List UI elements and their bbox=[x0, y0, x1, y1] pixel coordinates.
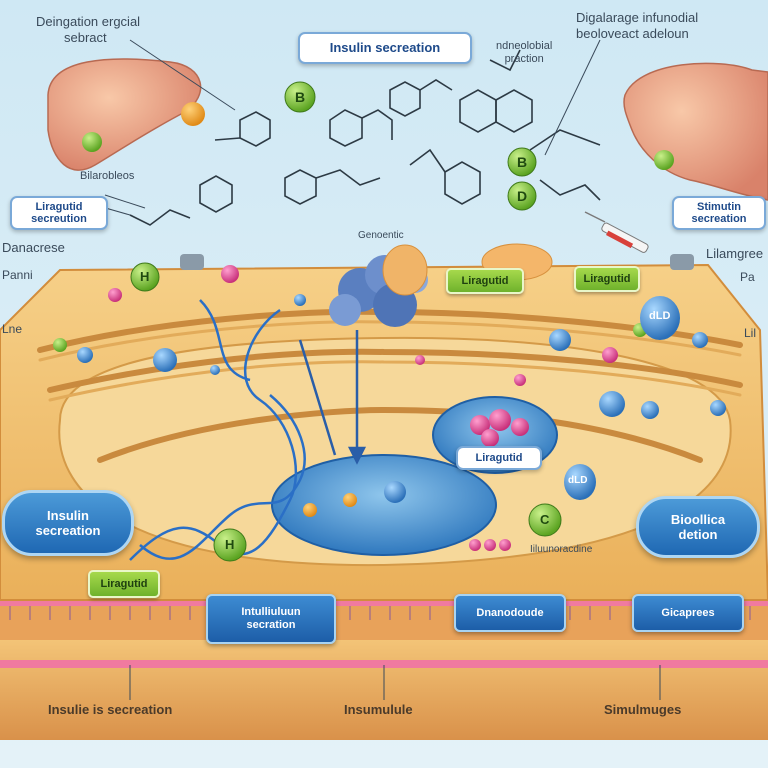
top-mid-caption: ndneolobial praction bbox=[496, 40, 552, 66]
phospholipid-layer bbox=[0, 598, 768, 668]
genoentic-label: Genoentic bbox=[358, 230, 404, 241]
top-mid-caption-line1: ndneolobial bbox=[496, 40, 553, 52]
panel-gicaprees: Gicaprees bbox=[632, 594, 744, 632]
bilarobles-label: Bilarobleos bbox=[80, 170, 135, 182]
right-biological-bubble: Bioollica detion bbox=[636, 496, 760, 558]
syringe-icon bbox=[584, 211, 649, 253]
liragutid-tag-bottom: Liragutid bbox=[88, 570, 160, 598]
vesicle-pool bbox=[271, 454, 497, 556]
dna-helix bbox=[129, 299, 306, 561]
top-right-caption: Digalarage infunodial beoloveact adeloun bbox=[576, 10, 698, 42]
bottom-caption-1: Insulie is secreation bbox=[48, 702, 173, 717]
right-side-label-2: Pa bbox=[740, 270, 755, 284]
left-bubble-line2: secreation bbox=[35, 523, 101, 538]
top-right-caption-line2: beoloveact adeloun bbox=[576, 26, 689, 41]
c-molecule-letter: C bbox=[540, 512, 550, 527]
d-molecule bbox=[507, 181, 537, 211]
panel-dnanodoude: Dnanodoude bbox=[454, 594, 566, 632]
left-liver-gallbladder bbox=[82, 132, 102, 152]
dld-label-2: dLD bbox=[568, 475, 588, 486]
b-molecule-letter-top: B bbox=[295, 89, 306, 105]
panel-intulliuluun: Intulliuluun secration bbox=[206, 594, 336, 644]
top-left-caption-line1: Deingation ergcial bbox=[36, 14, 141, 29]
right-side-label-1: Lilamgree bbox=[706, 246, 764, 261]
b-molecule-letter-right: B bbox=[517, 154, 528, 170]
receptor-left bbox=[180, 254, 204, 270]
right-side-label-3: Lil bbox=[744, 326, 757, 340]
left-side-label-2: Panni bbox=[2, 268, 33, 282]
orange-molecule bbox=[181, 102, 205, 126]
right-bubble-line2: detion bbox=[678, 527, 718, 542]
liunorac-label: Iiluunoracdine bbox=[530, 544, 593, 555]
pink-cluster bbox=[470, 409, 529, 447]
cell-nucleus-region bbox=[58, 336, 732, 567]
liragutid-tag-1: Liragutid bbox=[446, 268, 524, 294]
bottom-caption-3: Simulmuges bbox=[604, 702, 682, 717]
top-right-caption-line1: Digalarage infunodial bbox=[576, 10, 699, 25]
left-tag-line2: secreution bbox=[31, 213, 87, 225]
left-bubble-line1: Insulin bbox=[47, 508, 89, 523]
left-tag-line1: Liragutid bbox=[35, 201, 83, 213]
b-molecule-right bbox=[507, 147, 537, 177]
secretion-arrows bbox=[298, 330, 367, 465]
left-side-label-1: Danacrese bbox=[2, 240, 65, 255]
top-title-tag: Insulin secreation bbox=[298, 32, 472, 64]
right-stimutin-tag: Stimutin secreation bbox=[672, 196, 766, 230]
right-tag-line1: Stimutin bbox=[697, 201, 741, 213]
leader-lines bbox=[94, 39, 661, 700]
h-molecule-letter-1: H bbox=[140, 269, 150, 284]
left-liragutid-tag: Liragutid secreution bbox=[10, 196, 108, 230]
b-molecule-top bbox=[284, 81, 316, 113]
top-left-caption-line2: sebract bbox=[64, 30, 107, 45]
right-liver-gallbladder bbox=[654, 150, 674, 170]
liragutid-tag-2: Liragutid bbox=[574, 266, 640, 292]
granule-blob-2 bbox=[382, 244, 428, 296]
scattered-molecules bbox=[53, 262, 726, 562]
right-tag-line2: secreation bbox=[691, 213, 747, 225]
receptor-right bbox=[670, 254, 694, 270]
top-mid-caption-line2: praction bbox=[504, 53, 544, 65]
bottom-caption-2: Insumulule bbox=[344, 702, 413, 717]
left-side-label-3: Lne bbox=[2, 322, 23, 336]
chemical-structures bbox=[129, 49, 601, 226]
d-molecule-letter: D bbox=[517, 188, 528, 204]
left-insulin-bubble: Insulin secreation bbox=[2, 490, 134, 556]
panel-1-line1: Intulliuluun bbox=[241, 606, 301, 618]
top-left-caption: Deingation ergcial sebract bbox=[36, 14, 140, 46]
dld-label-1: dLD bbox=[649, 310, 671, 322]
h-molecule-letter-2: H bbox=[225, 537, 235, 552]
right-bubble-line1: Bioollica bbox=[670, 512, 726, 527]
liragutid-vesicle-label: Liragutid bbox=[456, 446, 542, 470]
right-liver-organ bbox=[623, 62, 768, 201]
panel-1-line2: secration bbox=[246, 619, 296, 631]
